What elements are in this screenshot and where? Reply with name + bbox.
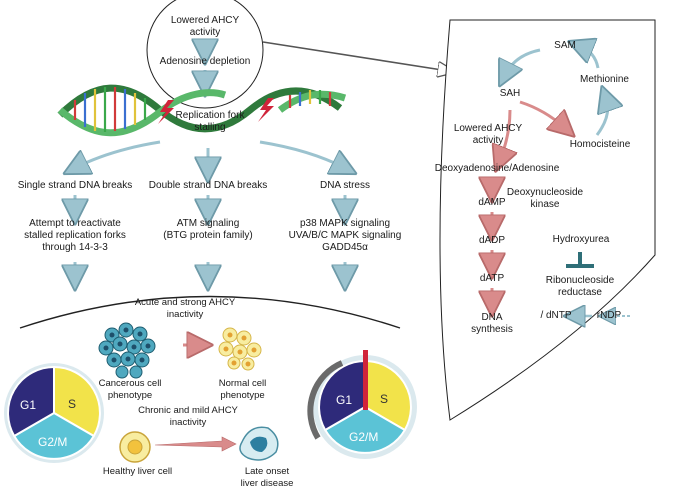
right-title: DNA stress xyxy=(319,180,370,191)
acute-label-1: Acute and strong AHCY xyxy=(134,297,236,308)
lightning-icon xyxy=(258,98,274,122)
pathway-sah: SAH xyxy=(499,88,521,99)
left-title: Single strand DNA breaks xyxy=(17,180,133,191)
right-detail2: UVA/B/C MAPK signaling xyxy=(288,230,402,241)
checkpoint-block xyxy=(363,350,368,410)
right-detail3: GADD45α xyxy=(322,242,368,253)
acute-label-2: inactivity xyxy=(166,309,204,320)
pathway-rndp: rNDP xyxy=(596,310,622,321)
s-right-label: S xyxy=(380,392,389,406)
pathway-sam: SAM xyxy=(554,40,576,51)
g1-left-label: G1 xyxy=(20,398,37,412)
cancer-label-1: Cancerous cell xyxy=(98,378,162,389)
pathway-dnk-2: kinase xyxy=(530,199,560,210)
pathway-rnr-2: reductase xyxy=(558,287,602,298)
normal-label-1: Normal cell xyxy=(218,378,267,389)
arrow-sam-to-sah xyxy=(505,48,541,75)
left-detail2: stalled replication forks xyxy=(24,230,126,241)
right-detail1: p38 MAPK signaling xyxy=(299,218,391,229)
dna-helix-icon xyxy=(57,84,347,137)
healthy-liver-cell-icon xyxy=(119,431,151,463)
top-circle-line1: Lowered AHCY xyxy=(170,15,240,26)
arrow-sah-to-deoxyadenosine xyxy=(500,109,510,160)
chronic-label-2: inactivity xyxy=(169,417,207,428)
g2m-left-label: G2/M xyxy=(38,435,68,449)
middle-detail2: (BTG protein family) xyxy=(163,230,253,241)
cell-cycle-left xyxy=(4,363,104,463)
chronic-label-1: Chronic and mild AHCY xyxy=(138,405,238,416)
arrow-homocisteine-to-methionine xyxy=(595,98,608,136)
pathway-lowered-2: activity xyxy=(472,135,504,146)
arrow-methionine-to-sam xyxy=(580,46,600,69)
top-circle-line3: Adenosine depletion xyxy=(159,56,251,67)
pathway-rnr-1: Ribonucleoside xyxy=(545,275,615,286)
pathway-deoxyadenosine: Deoxyadenosine/Adenosine xyxy=(434,163,560,174)
cancer-cell-cluster-icon xyxy=(98,322,156,379)
pathway-dna-2: synthesis xyxy=(471,324,513,335)
pathway-hydroxyurea: Hydroxyurea xyxy=(552,234,610,245)
normal-label-2: phenotype xyxy=(220,390,265,401)
g2m-right-label: G2/M xyxy=(349,430,379,444)
pathway-methionine: Methionine xyxy=(580,74,629,85)
late-label-2: liver disease xyxy=(240,478,294,489)
lightning-icon xyxy=(158,100,174,124)
pathway-lowered-1: Lowered AHCY xyxy=(453,123,523,134)
top-circle-line2: activity xyxy=(189,27,221,38)
middle-detail1: ATM signaling xyxy=(176,218,240,229)
pathway-datp: dATP xyxy=(479,273,505,284)
pathway-homocisteine: Homocisteine xyxy=(569,139,631,150)
left-detail3: through 14-3-3 xyxy=(42,242,108,253)
arrow-to-dna-stress xyxy=(259,140,345,168)
cell-cycle-right xyxy=(307,350,417,459)
fork-label-line1: Replication fork xyxy=(175,110,245,121)
pathway-dntp: / dNTP xyxy=(540,310,572,321)
pathway-panel-outline xyxy=(439,19,656,421)
s-left-label: S xyxy=(68,397,77,411)
normal-cell-cluster-icon xyxy=(218,327,262,371)
left-detail1: Attempt to reactivate xyxy=(29,218,121,229)
pathway-dna-1: DNA xyxy=(481,312,503,323)
arrow-healthy-to-disease xyxy=(154,436,237,452)
diseased-liver-cell-icon xyxy=(239,426,279,461)
late-label-1: Late onset xyxy=(244,466,290,477)
g1-right-label: G1 xyxy=(336,393,353,407)
arrow-to-single-strand xyxy=(75,140,161,168)
fork-label-line2: stalling xyxy=(194,122,226,133)
separator-arc xyxy=(19,295,401,329)
middle-title: Double strand DNA breaks xyxy=(148,180,268,191)
pathway-damp: dAMP xyxy=(478,197,506,208)
pathway-dadp: dADP xyxy=(478,235,506,246)
connector-to-pathway xyxy=(262,41,455,72)
healthy-label: Healthy liver cell xyxy=(102,466,173,477)
arrow-sah-to-homocisteine xyxy=(519,100,565,128)
pathway-dnk-1: Deoxynucleoside xyxy=(506,187,584,198)
cancer-label-2: phenotype xyxy=(107,390,153,401)
inhibitor-icon xyxy=(566,252,594,268)
